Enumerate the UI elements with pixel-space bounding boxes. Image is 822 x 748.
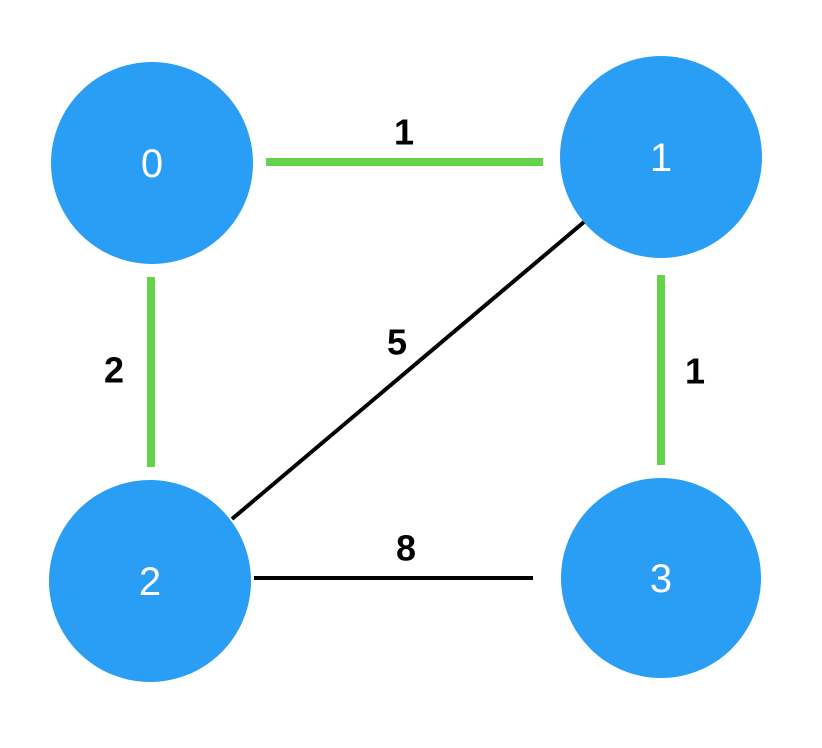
edge-weight-labels-layer: 1 2 1 5 8 (104, 112, 705, 569)
node-circle-2[interactable] (49, 480, 251, 682)
edges-layer (147, 158, 665, 580)
graph-node-0[interactable]: 0 (51, 62, 253, 264)
graph-node-1[interactable]: 1 (560, 56, 762, 258)
edge-weight-label-0-2: 2 (104, 350, 124, 391)
edge-weight-label-2-3: 8 (396, 528, 416, 569)
node-circle-3[interactable] (561, 478, 761, 678)
node-circle-1[interactable] (560, 56, 762, 258)
graph-edge-1-2[interactable] (230, 220, 586, 521)
graph-node-2[interactable]: 2 (49, 480, 251, 682)
edge-weight-label-0-1: 1 (394, 112, 414, 153)
node-circle-0[interactable] (51, 62, 253, 264)
edge-weight-label-1-3: 1 (685, 351, 705, 392)
edge-weight-label-1-2: 5 (387, 322, 407, 363)
graph-node-3[interactable]: 3 (561, 478, 761, 678)
